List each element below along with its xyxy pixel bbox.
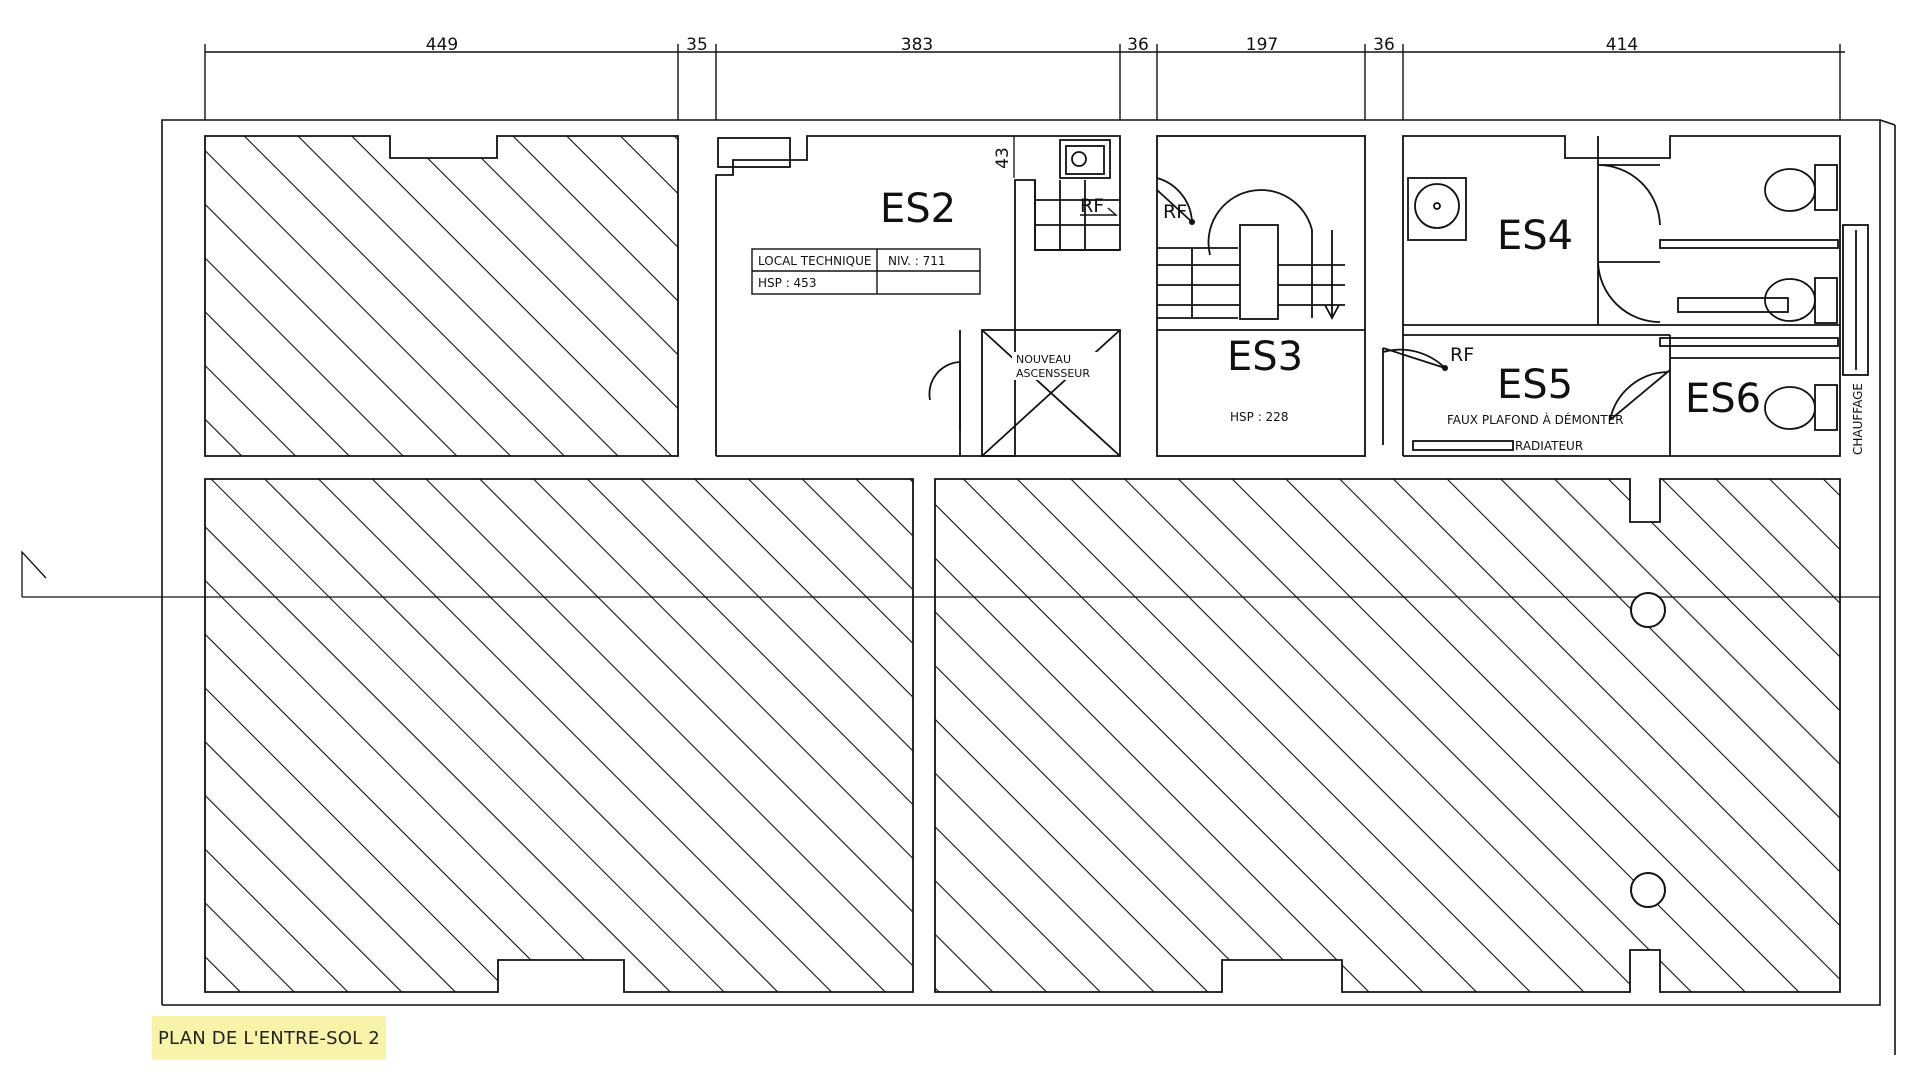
room-label-es4: ES4 bbox=[1497, 213, 1573, 259]
dimension-label: 449 bbox=[426, 35, 458, 55]
dimension-label: 35 bbox=[686, 35, 708, 55]
room-es3-walls bbox=[1156, 135, 1366, 457]
table-cell-hsp: HSP : 453 bbox=[758, 276, 816, 290]
dimension-label: 414 bbox=[1606, 35, 1638, 55]
elevator-shaft bbox=[981, 329, 1121, 457]
room-es4-es6-walls bbox=[1382, 135, 1869, 457]
rf-label: RF bbox=[1163, 201, 1187, 223]
dimension-label: 383 bbox=[901, 35, 933, 55]
table-cell-local: LOCAL TECHNIQUE bbox=[758, 254, 871, 268]
dimension-label: 197 bbox=[1246, 35, 1278, 55]
hatched-zone bbox=[204, 478, 914, 993]
room-label-es5: ES5 bbox=[1497, 362, 1573, 408]
es3-hsp: HSP : 228 bbox=[1230, 410, 1288, 424]
dimension-label: 36 bbox=[1127, 35, 1149, 55]
outer-wall bbox=[161, 119, 1896, 1055]
elevator-label-line2: ASCENSSEUR bbox=[1016, 367, 1090, 380]
elevator-label-line1: NOUVEAU bbox=[1016, 353, 1071, 366]
rf-label: RF bbox=[1080, 195, 1104, 217]
hatched-zone bbox=[934, 478, 1841, 993]
faux-plafond-note: FAUX PLAFOND À DÉMONTER bbox=[1447, 412, 1623, 427]
room-es2-walls bbox=[715, 135, 1121, 457]
column bbox=[1630, 592, 1666, 628]
rf-label: RF bbox=[1450, 344, 1474, 366]
table-cell-niv: NIV. : 711 bbox=[888, 254, 946, 268]
room-label-es3: ES3 bbox=[1227, 334, 1303, 380]
dimension-label: 36 bbox=[1373, 35, 1395, 55]
room-label-es6: ES6 bbox=[1685, 376, 1761, 422]
plan-caption: PLAN DE L'ENTRE-SOL 2 bbox=[152, 1016, 386, 1060]
column bbox=[1630, 872, 1666, 908]
radiateur-label: RADIATEUR bbox=[1515, 439, 1583, 453]
chauffage-label: CHAUFFAGE bbox=[1851, 383, 1865, 455]
room-label-es2: ES2 bbox=[880, 186, 956, 232]
dimension-chain bbox=[204, 44, 1845, 120]
dimension-43: 43 bbox=[993, 147, 1013, 169]
hatched-zone bbox=[204, 135, 679, 457]
es2-info-table bbox=[751, 248, 981, 295]
